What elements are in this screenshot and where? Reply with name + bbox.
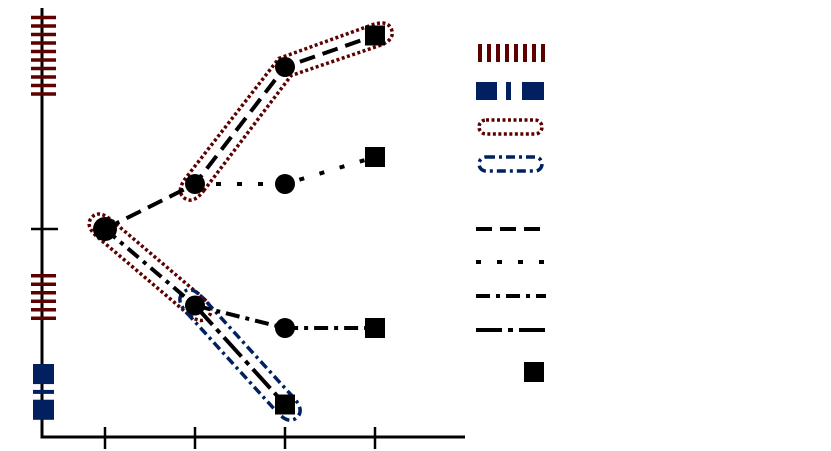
node-square bbox=[365, 147, 385, 167]
legend-hatch-mark bbox=[523, 44, 527, 62]
legend-ellipse bbox=[477, 118, 544, 136]
rug-block bbox=[33, 364, 54, 385]
node-circle bbox=[275, 318, 295, 338]
tree-nodes bbox=[93, 25, 385, 415]
node-circle bbox=[93, 217, 117, 241]
tree-paths bbox=[103, 33, 376, 406]
legend-dash-block bbox=[506, 82, 511, 100]
rug-block bbox=[33, 389, 54, 394]
node-circle bbox=[275, 174, 295, 194]
legend-square-marker bbox=[524, 362, 544, 382]
node-circle bbox=[185, 174, 205, 194]
legend-dash-block bbox=[476, 82, 497, 100]
node-square bbox=[365, 318, 385, 338]
rug-block bbox=[33, 399, 54, 420]
tree-path-long-dash-dot bbox=[193, 304, 287, 406]
legend-hatch-mark bbox=[478, 44, 482, 62]
legend-hatch-mark bbox=[487, 44, 491, 62]
node-square bbox=[275, 394, 295, 415]
legend-dash-block bbox=[522, 82, 544, 100]
legend-hatch-mark bbox=[532, 44, 536, 62]
legend bbox=[476, 44, 546, 382]
tree-path-dashed bbox=[104, 33, 376, 231]
node-square bbox=[365, 25, 385, 46]
legend-hatch-mark bbox=[541, 44, 545, 62]
highlight-loop bbox=[178, 21, 394, 202]
node-circle bbox=[185, 295, 205, 316]
highlight-loop bbox=[87, 212, 213, 323]
y-rug-marks bbox=[31, 15, 56, 420]
legend-hatch-mark bbox=[505, 44, 509, 62]
legend-hatch-mark bbox=[496, 44, 500, 62]
legend-ellipse bbox=[477, 155, 544, 173]
legend-hatch-mark bbox=[514, 44, 518, 62]
node-circle bbox=[275, 57, 295, 77]
highlight-loops bbox=[87, 21, 394, 422]
